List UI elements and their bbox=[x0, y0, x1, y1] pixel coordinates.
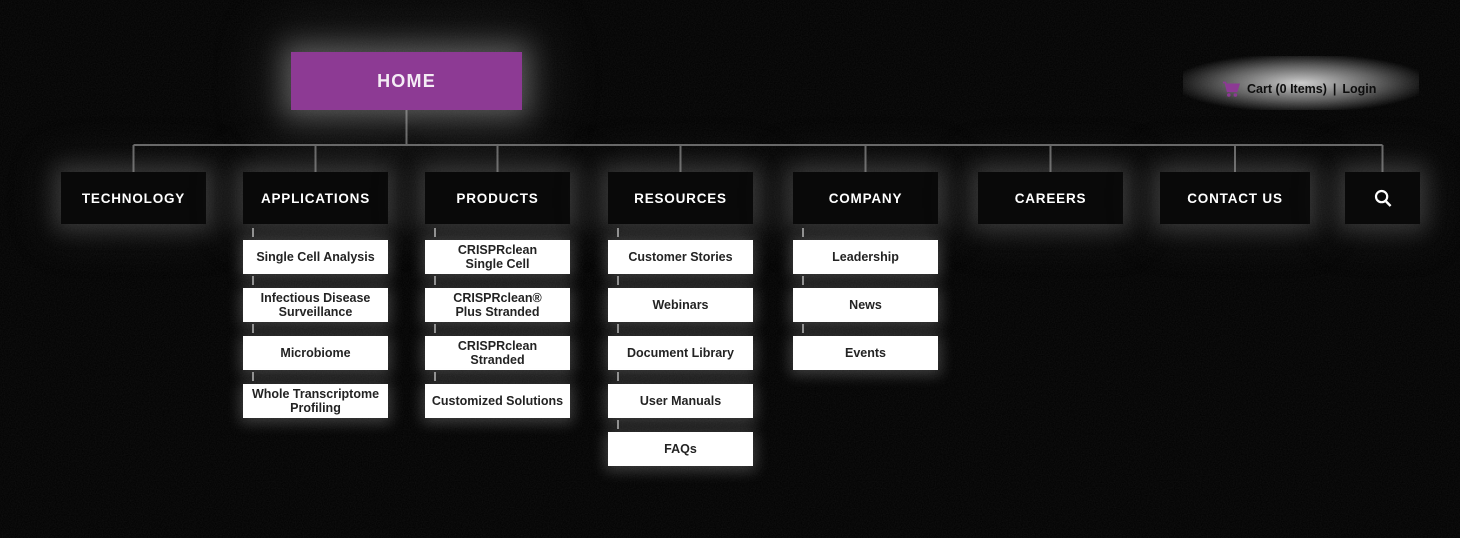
subnav-single-cell-analysis[interactable]: Single Cell Analysis bbox=[243, 228, 388, 274]
separator: | bbox=[1332, 82, 1337, 96]
subnav-crisprclean-plus-stranded[interactable]: CRISPRclean® Plus Stranded bbox=[425, 276, 570, 322]
subnav-document-library[interactable]: Document Library bbox=[608, 324, 753, 370]
subnav-webinars[interactable]: Webinars bbox=[608, 276, 753, 322]
search-button[interactable] bbox=[1345, 172, 1420, 224]
home-nav-button[interactable]: HOME bbox=[291, 52, 522, 110]
submenu-applications: Single Cell Analysis Infectious Disease … bbox=[243, 228, 388, 432]
header-account-links: Cart (0 Items) | Login bbox=[1222, 79, 1376, 99]
subnav-customized-solutions[interactable]: Customized Solutions bbox=[425, 372, 570, 418]
subnav-infectious-disease-surveillance[interactable]: Infectious Disease Surveillance bbox=[243, 276, 388, 322]
nav-item-company[interactable]: COMPANY bbox=[793, 172, 938, 224]
submenu-resources: Customer Stories Webinars Document Libra… bbox=[608, 228, 753, 480]
subnav-leadership[interactable]: Leadership bbox=[793, 228, 938, 274]
subnav-user-manuals[interactable]: User Manuals bbox=[608, 372, 753, 418]
subnav-news[interactable]: News bbox=[793, 276, 938, 322]
subnav-crisprclean-single-cell[interactable]: CRISPRclean Single Cell bbox=[425, 228, 570, 274]
nav-item-careers[interactable]: CAREERS bbox=[978, 172, 1123, 224]
submenu-products: CRISPRclean Single Cell CRISPRclean® Plu… bbox=[425, 228, 570, 432]
nav-item-resources[interactable]: RESOURCES bbox=[608, 172, 753, 224]
login-link[interactable]: Login bbox=[1342, 82, 1377, 96]
subnav-crisprclean-stranded[interactable]: CRISPRclean Stranded bbox=[425, 324, 570, 370]
submenu-company: Leadership News Events bbox=[793, 228, 938, 384]
subnav-faqs[interactable]: FAQs bbox=[608, 420, 753, 466]
nav-item-contact-us[interactable]: CONTACT US bbox=[1160, 172, 1310, 224]
subnav-customer-stories[interactable]: Customer Stories bbox=[608, 228, 753, 274]
subnav-events[interactable]: Events bbox=[793, 324, 938, 370]
cart-icon[interactable] bbox=[1222, 81, 1241, 98]
subnav-microbiome[interactable]: Microbiome bbox=[243, 324, 388, 370]
search-icon bbox=[1374, 189, 1391, 207]
nav-item-technology[interactable]: TECHNOLOGY bbox=[61, 172, 206, 224]
subnav-whole-transcriptome-profiling[interactable]: Whole Transcriptome Profiling bbox=[243, 372, 388, 418]
nav-item-applications[interactable]: APPLICATIONS bbox=[243, 172, 388, 224]
cart-link[interactable]: Cart (0 Items) bbox=[1247, 82, 1327, 96]
nav-item-products[interactable]: PRODUCTS bbox=[425, 172, 570, 224]
